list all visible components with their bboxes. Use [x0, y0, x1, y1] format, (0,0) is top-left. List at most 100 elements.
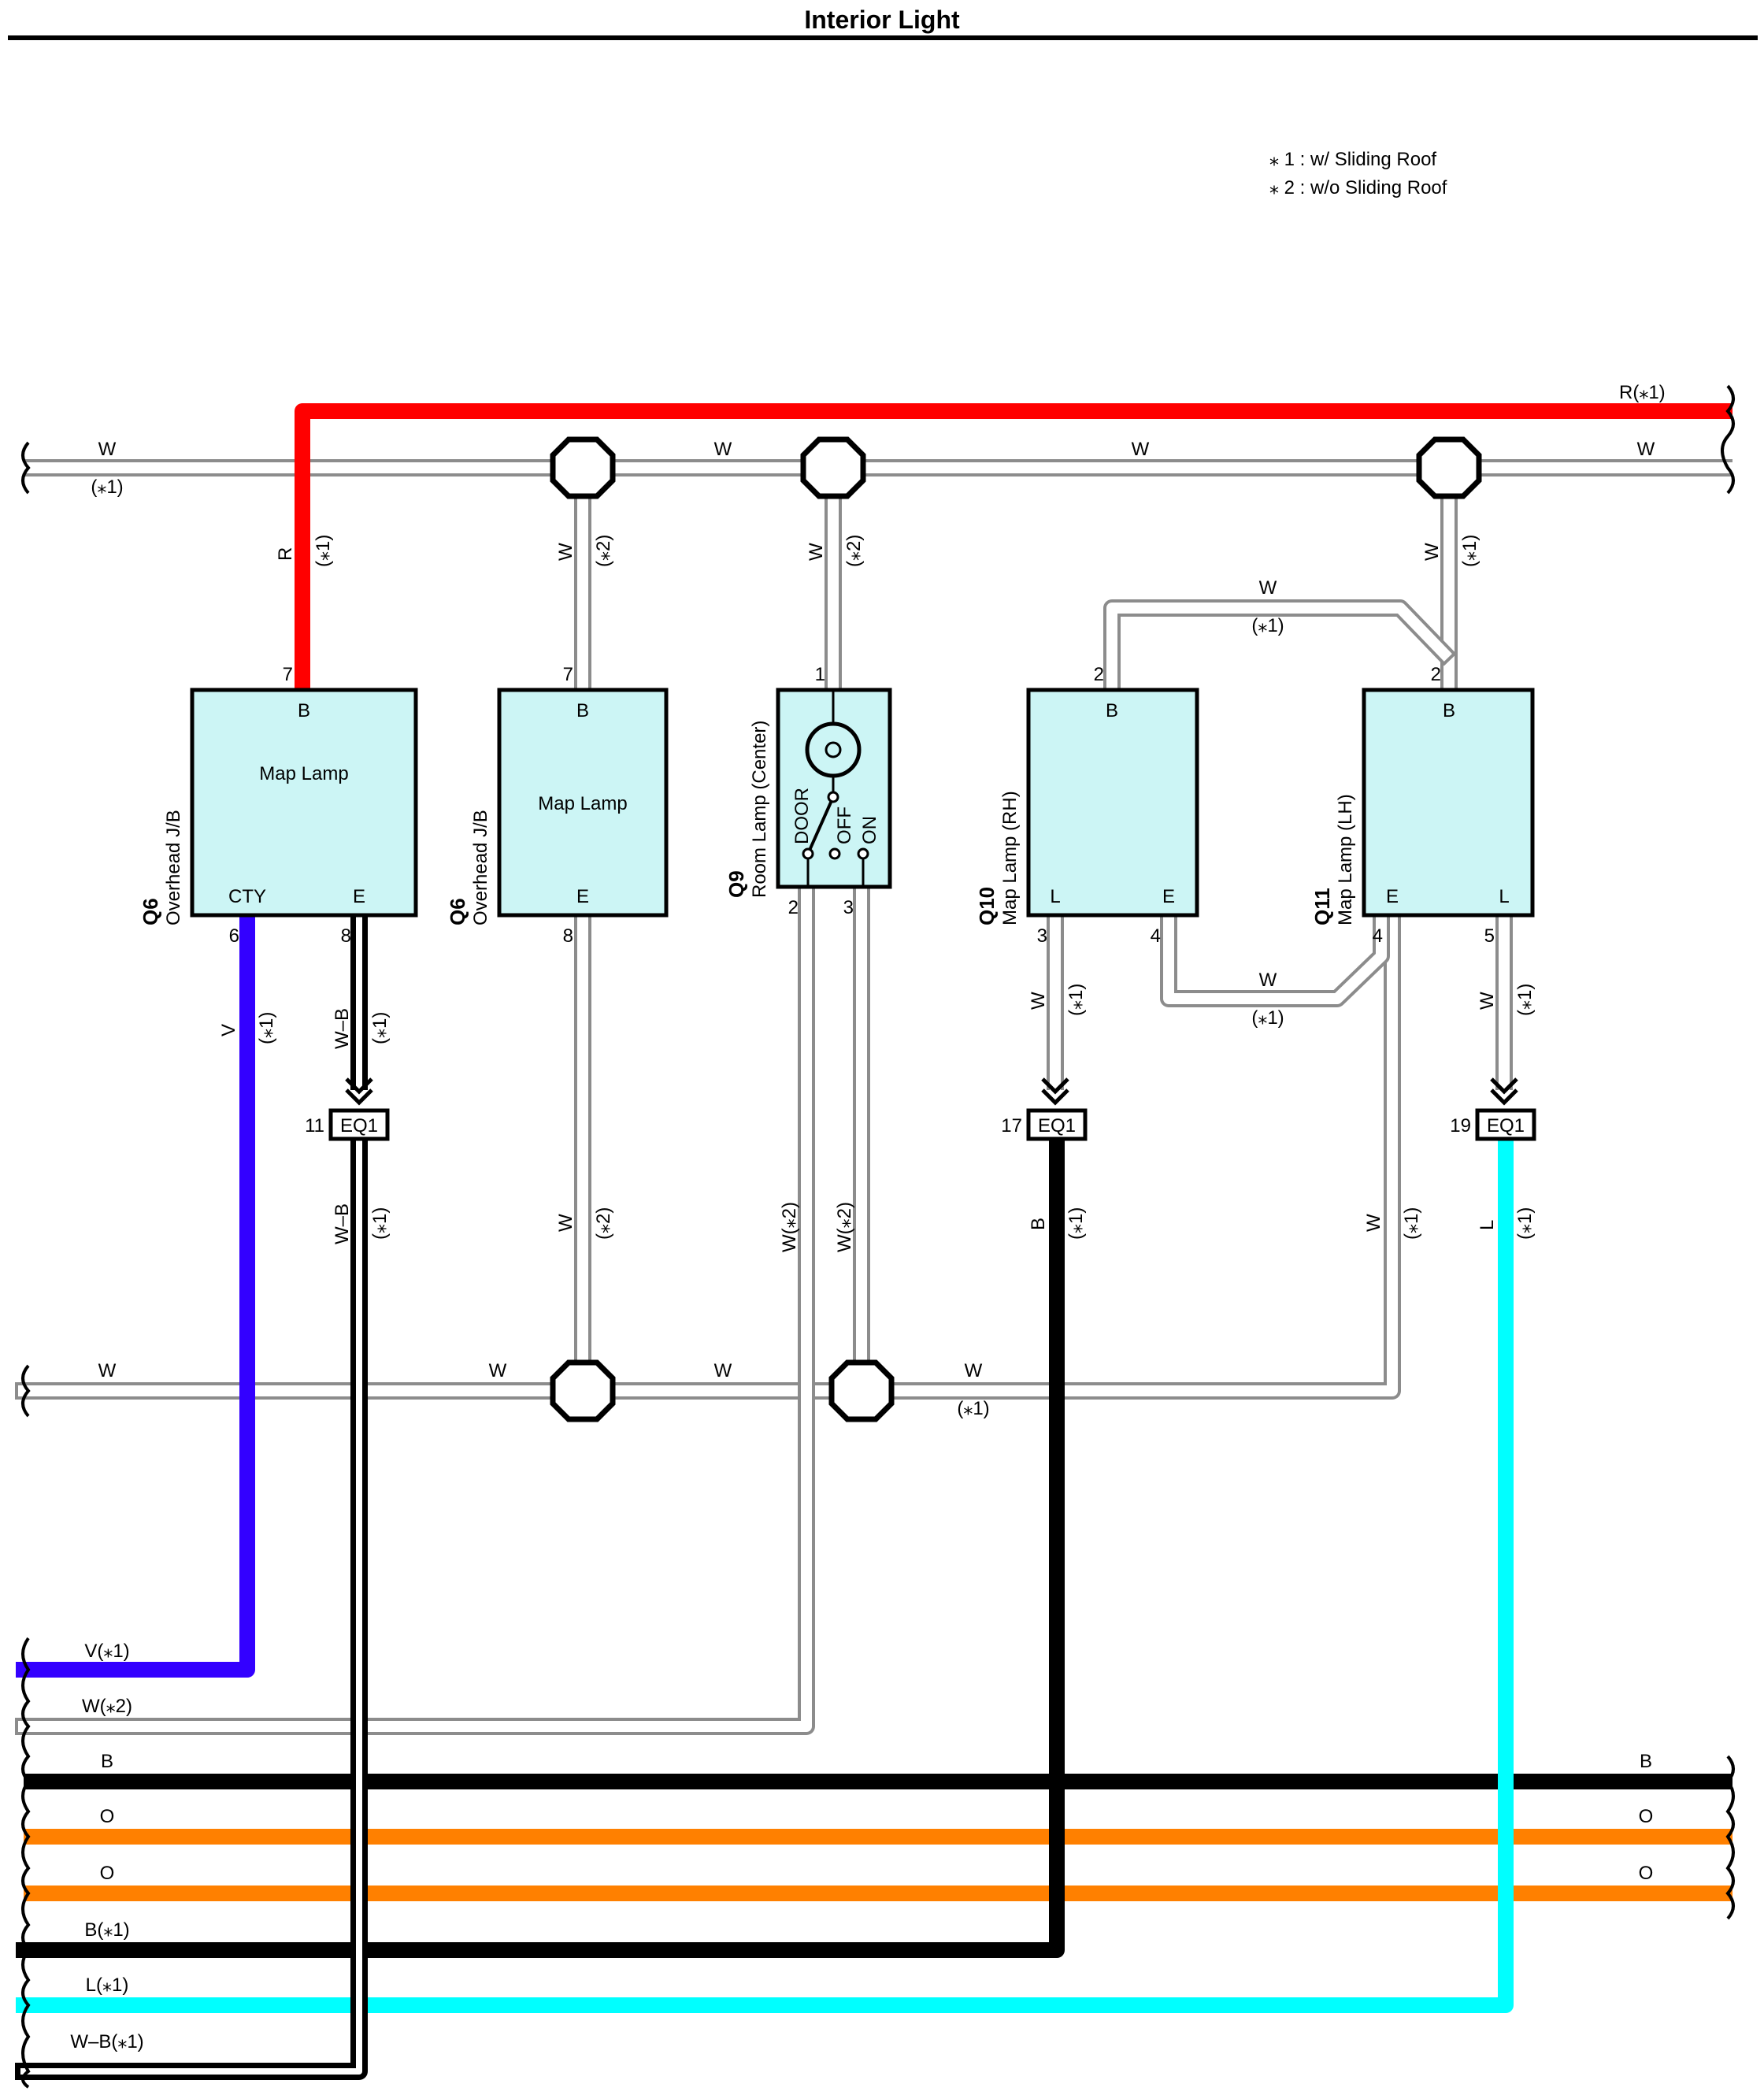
- q6b-name: Overhead J/B: [470, 810, 491, 925]
- q6b-pin-b: B: [576, 700, 589, 721]
- component-q6b: B Map Lamp E 7 8 Q6 Overhead J/B: [446, 664, 669, 947]
- label-q11e-note: (⁎1): [1401, 1207, 1422, 1240]
- connector-eq1-19: EQ1 19: [1450, 1077, 1536, 1141]
- q6b-title: Map Lamp: [538, 793, 627, 814]
- junctions: [550, 436, 1482, 1422]
- q10-pin-b: B: [1106, 700, 1118, 721]
- white-wires: [15, 459, 1732, 1735]
- label-v: V: [218, 1024, 239, 1036]
- q6a-pin-b: B: [298, 700, 310, 721]
- break-left-mid: [21, 1364, 31, 1418]
- label-eq19-note: (⁎1): [1514, 1207, 1536, 1240]
- label-mid-w-note: (⁎1): [957, 1398, 989, 1419]
- eq1-11-label: EQ1: [340, 1115, 378, 1136]
- q6b-code: Q6: [446, 898, 469, 925]
- break-left-top: [21, 441, 31, 495]
- break-right-top: [1721, 384, 1735, 495]
- label-q9-pin2-w: W(⁎2): [779, 1202, 800, 1252]
- label-q11e-w: W: [1363, 1214, 1384, 1232]
- q6a-num-6: 6: [229, 925, 239, 947]
- label-top-r: R(⁎1): [1619, 382, 1666, 403]
- eq1-17-label: EQ1: [1038, 1115, 1076, 1136]
- bus-left-b1: B(⁎1): [84, 1919, 129, 1941]
- component-q10: B L E 2 3 4 Q10 Map Lamp (RH): [975, 664, 1199, 947]
- bus-left-b: B: [101, 1751, 113, 1772]
- q6a-title: Map Lamp: [259, 763, 348, 784]
- label-wb-lower-note: (⁎1): [369, 1207, 391, 1240]
- junction-mid-1: [550, 1359, 616, 1422]
- q11-code: Q11: [1310, 888, 1334, 925]
- bus-left-v: V(⁎1): [84, 1641, 129, 1662]
- junction-top-2: [800, 436, 866, 499]
- wire-cyan-eq19: [16, 1134, 1514, 2013]
- q6b-num-8: 8: [563, 925, 573, 947]
- q11-num-2: 2: [1431, 664, 1441, 685]
- label-top-w-1: W: [98, 439, 117, 460]
- connector-eq1-11: EQ1 11: [305, 1077, 390, 1141]
- label-mid-w-3: W: [714, 1360, 732, 1381]
- wire-eq1-11-wb: [15, 1133, 368, 2080]
- eq1-11-pin: 11: [305, 1115, 324, 1136]
- q10-pin-l: L: [1050, 886, 1060, 907]
- label-mid-w-2: W: [489, 1360, 507, 1381]
- eq1-19-pin: 19: [1450, 1115, 1471, 1136]
- label-r-note: (⁎1): [313, 535, 334, 567]
- component-q11: B E L 2 4 5 Q11 Map Lamp (LH): [1310, 664, 1535, 947]
- q9-sw-on: ON: [859, 816, 880, 844]
- wire-q10-q11-b: [1103, 599, 1457, 699]
- q6b-num-7: 7: [563, 664, 573, 685]
- wire-mid-w: [15, 911, 1401, 1400]
- q9-num-3: 3: [843, 897, 854, 918]
- label-q6b-lower-w: W: [555, 1214, 576, 1232]
- component-q9: DOOR OFF ON 1 2 3 Q9 Room Lamp (Center): [724, 664, 892, 918]
- q10-name: Map Lamp (RH): [999, 791, 1021, 925]
- bus-right-o2: O: [1639, 1863, 1654, 1884]
- label-q10l-w: W: [1028, 992, 1049, 1010]
- label-q10l-note: (⁎1): [1065, 984, 1087, 1016]
- q6b-pin-e: E: [576, 886, 589, 907]
- legend-note-2: ⁎ 2 : w/o Sliding Roof: [1269, 177, 1447, 198]
- wire-black-eq17: [16, 1134, 1065, 1958]
- wire-violet: [16, 907, 255, 1678]
- label-q11l-note: (⁎1): [1514, 984, 1536, 1016]
- wire-q10-q11-e: [1160, 907, 1390, 1007]
- label-q11l-w: W: [1477, 992, 1498, 1010]
- page-title: Interior Light: [804, 6, 960, 34]
- q6a-num-7: 7: [283, 664, 293, 685]
- q9-code: Q9: [724, 870, 748, 898]
- q10-code: Q10: [975, 887, 999, 925]
- eq1-17-pin: 17: [1001, 1115, 1022, 1136]
- q6a-pin-cty: CTY: [228, 886, 266, 907]
- q11-name: Map Lamp (LH): [1335, 794, 1356, 925]
- break-right-bottom: [1725, 1755, 1735, 1920]
- bus-right-o1: O: [1639, 1806, 1654, 1827]
- label-top-w-4: W: [1637, 439, 1655, 460]
- wb-wires: [15, 915, 368, 2080]
- q9-num-2: 2: [788, 897, 799, 918]
- junction-mid-2: [828, 1359, 895, 1422]
- label-ee-note: (⁎1): [1251, 1007, 1284, 1029]
- switch-blade-icon: [806, 796, 835, 855]
- wire-red: [295, 403, 1732, 698]
- label-r: R: [275, 547, 296, 561]
- label-mid-w-1: W: [98, 1360, 117, 1381]
- label-q11b-note: (⁎1): [1459, 535, 1480, 567]
- bus-right-b: B: [1640, 1751, 1652, 1772]
- eq1-19-label: EQ1: [1487, 1115, 1525, 1136]
- label-mid-w-4: W: [965, 1360, 983, 1381]
- wire-labels: R(⁎1) W (⁎1) W W W R (⁎1) W (⁎2) W (⁎2) …: [70, 382, 1665, 2052]
- bus-left-o1: O: [100, 1806, 115, 1827]
- junction-top-3: [1416, 436, 1482, 499]
- bus-left-o2: O: [100, 1863, 115, 1884]
- q6a-name: Overhead J/B: [163, 810, 184, 925]
- label-q9-pin3-w: W(⁎2): [834, 1202, 855, 1252]
- label-q6b-lower-note: (⁎2): [593, 1207, 614, 1240]
- break-marks: [21, 384, 1735, 2089]
- label-q6b-note: (⁎2): [593, 535, 614, 567]
- component-q6a: B Map Lamp CTY E 7 6 8 Q6 Overhead J/B: [139, 664, 418, 947]
- bus-left-w: W(⁎2): [82, 1696, 132, 1717]
- q10-num-3: 3: [1037, 925, 1047, 947]
- connector-eq1-17: EQ1 17: [1001, 1077, 1088, 1141]
- colored-wires: [16, 403, 1732, 2013]
